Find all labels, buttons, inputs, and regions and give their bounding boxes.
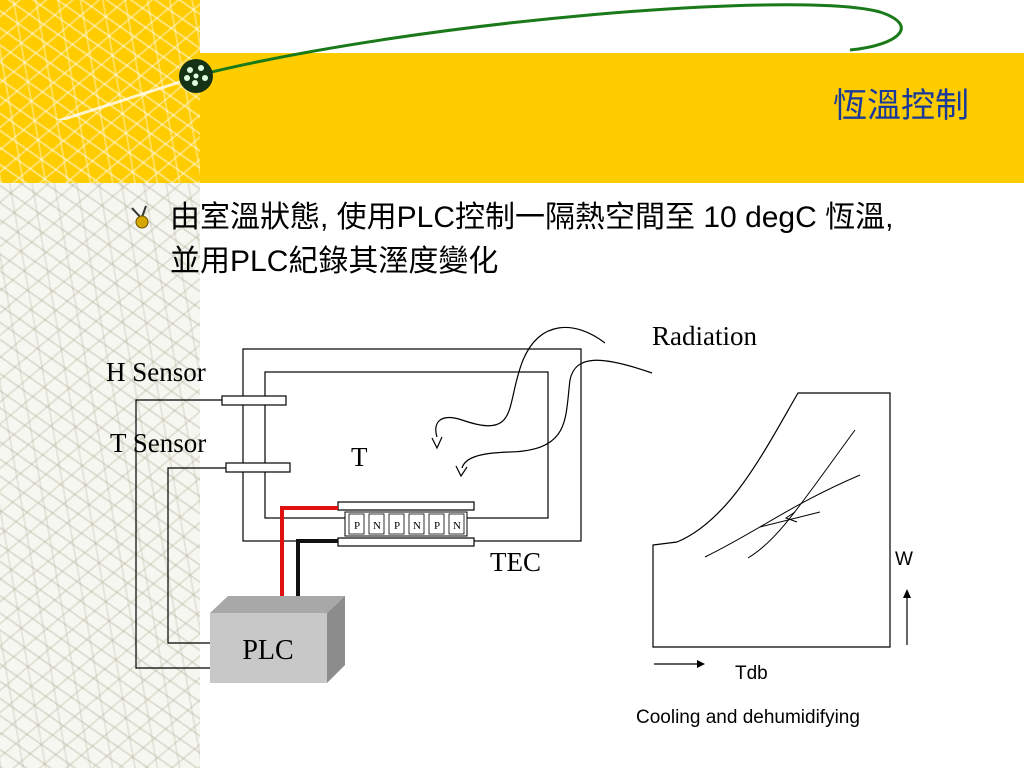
w-arrow-head — [903, 589, 911, 598]
tec-cell-label: P — [394, 520, 400, 532]
tec-cell-label: N — [413, 520, 421, 532]
tec-cell — [388, 513, 405, 535]
t-sensor-label: T Sensor — [110, 428, 206, 458]
tec-cell-label: P — [354, 520, 360, 532]
t-sensor-wire — [167, 467, 226, 644]
tec-cell — [368, 513, 385, 535]
radiation-ray-2 — [461, 359, 653, 469]
chamber-inner — [264, 371, 549, 519]
psychrometric-chart — [652, 392, 891, 648]
tec-label: TEC — [490, 547, 541, 577]
tec-cell-label: P — [434, 520, 440, 532]
t-sensor-probe — [225, 462, 291, 473]
tec-cell — [428, 513, 445, 535]
slide-title: 恆溫控制 — [833, 86, 969, 126]
chart-caption: Cooling and dehumidifying — [636, 707, 860, 728]
tec-cell — [348, 513, 365, 535]
plc-label: PLC — [242, 635, 293, 666]
radiation-arrow-2 — [455, 465, 468, 478]
black-wire — [296, 539, 338, 598]
bullet-text: 由室溫狀態, 使用PLC控制一隔熱空間至 10 degC 恆溫, 並用PLC紀錄… — [170, 201, 894, 278]
tec-cell-label: N — [453, 520, 461, 532]
radiation-label: Radiation — [652, 321, 757, 351]
h-sensor-wire — [135, 399, 222, 669]
h-sensor-label: H Sensor — [106, 357, 206, 387]
decorative-arc — [56, 3, 903, 120]
h-sensor-probe — [221, 395, 287, 406]
plc-box — [210, 596, 345, 683]
w-label: W — [895, 549, 913, 570]
tec-cell — [408, 513, 425, 535]
tec-cell-label: N — [373, 520, 381, 532]
tdb-label: Tdb — [735, 663, 768, 684]
radiation-ray-1 — [435, 326, 606, 438]
t-label: T — [351, 442, 368, 472]
tdb-arrow-head — [697, 660, 705, 668]
tec-cell — [448, 513, 465, 535]
orb-icon — [179, 59, 213, 93]
background-pattern-top — [0, 0, 200, 183]
radiation-arrow-1 — [431, 436, 443, 450]
red-wire — [280, 506, 338, 598]
bullet-icon — [131, 205, 149, 229]
